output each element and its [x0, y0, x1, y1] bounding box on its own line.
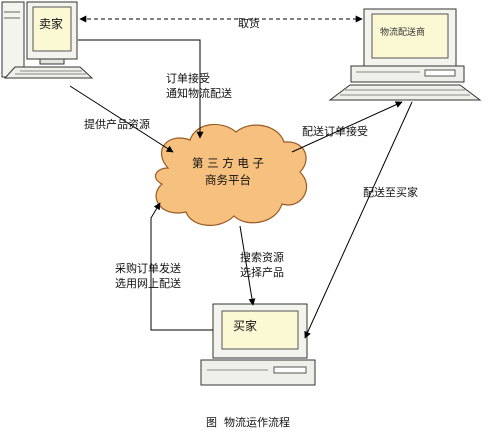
- order-accept-label-line2: 通知物流配送: [166, 87, 232, 100]
- purchase-label-line1: 采购订单发送: [115, 262, 181, 275]
- search-arrow: [239, 225, 256, 306]
- seller-label: 卖家: [39, 17, 64, 31]
- search-label-line1: 搜索资源: [240, 251, 284, 264]
- buyer-label: 买家: [233, 319, 258, 333]
- provide-resources-arrow: [69, 85, 174, 153]
- delivery-order-label: 配送订单接受: [302, 125, 368, 138]
- logistics-label: 物流配送商: [380, 28, 426, 38]
- logistics-computer: [328, 8, 482, 101]
- seller-computer: [1, 1, 94, 79]
- deliver-to-buyer-arrow: [304, 101, 413, 339]
- delivery-order-arrow: [291, 101, 403, 153]
- platform-cloud: [154, 123, 308, 226]
- search-label-line2: 选择产品: [240, 266, 284, 279]
- purchase-label-line2: 选用网上配送: [115, 277, 181, 290]
- pickup-label: 取货: [238, 17, 260, 30]
- platform-label: 第 三 方 电 子 商务平台: [183, 155, 273, 189]
- order-accept-label-line1: 订单接受: [166, 72, 210, 85]
- search-label: 搜索资源 选择产品: [240, 250, 284, 280]
- platform-label-line2: 商务平台: [205, 173, 251, 187]
- purchase-arrow: [150, 202, 213, 331]
- provide-resources-label: 提供产品资源: [84, 118, 150, 131]
- order-accept-arrow: [78, 39, 204, 139]
- purchase-label: 采购订单发送 选用网上配送: [115, 261, 181, 291]
- deliver-to-buyer-label: 配送至买家: [363, 186, 418, 199]
- figure-caption: 图 物流运作流程: [206, 416, 290, 429]
- platform-label-line1: 第 三 方 电 子: [191, 156, 265, 170]
- order-accept-label: 订单接受 通知物流配送: [166, 71, 232, 101]
- buyer-computer: [200, 303, 316, 386]
